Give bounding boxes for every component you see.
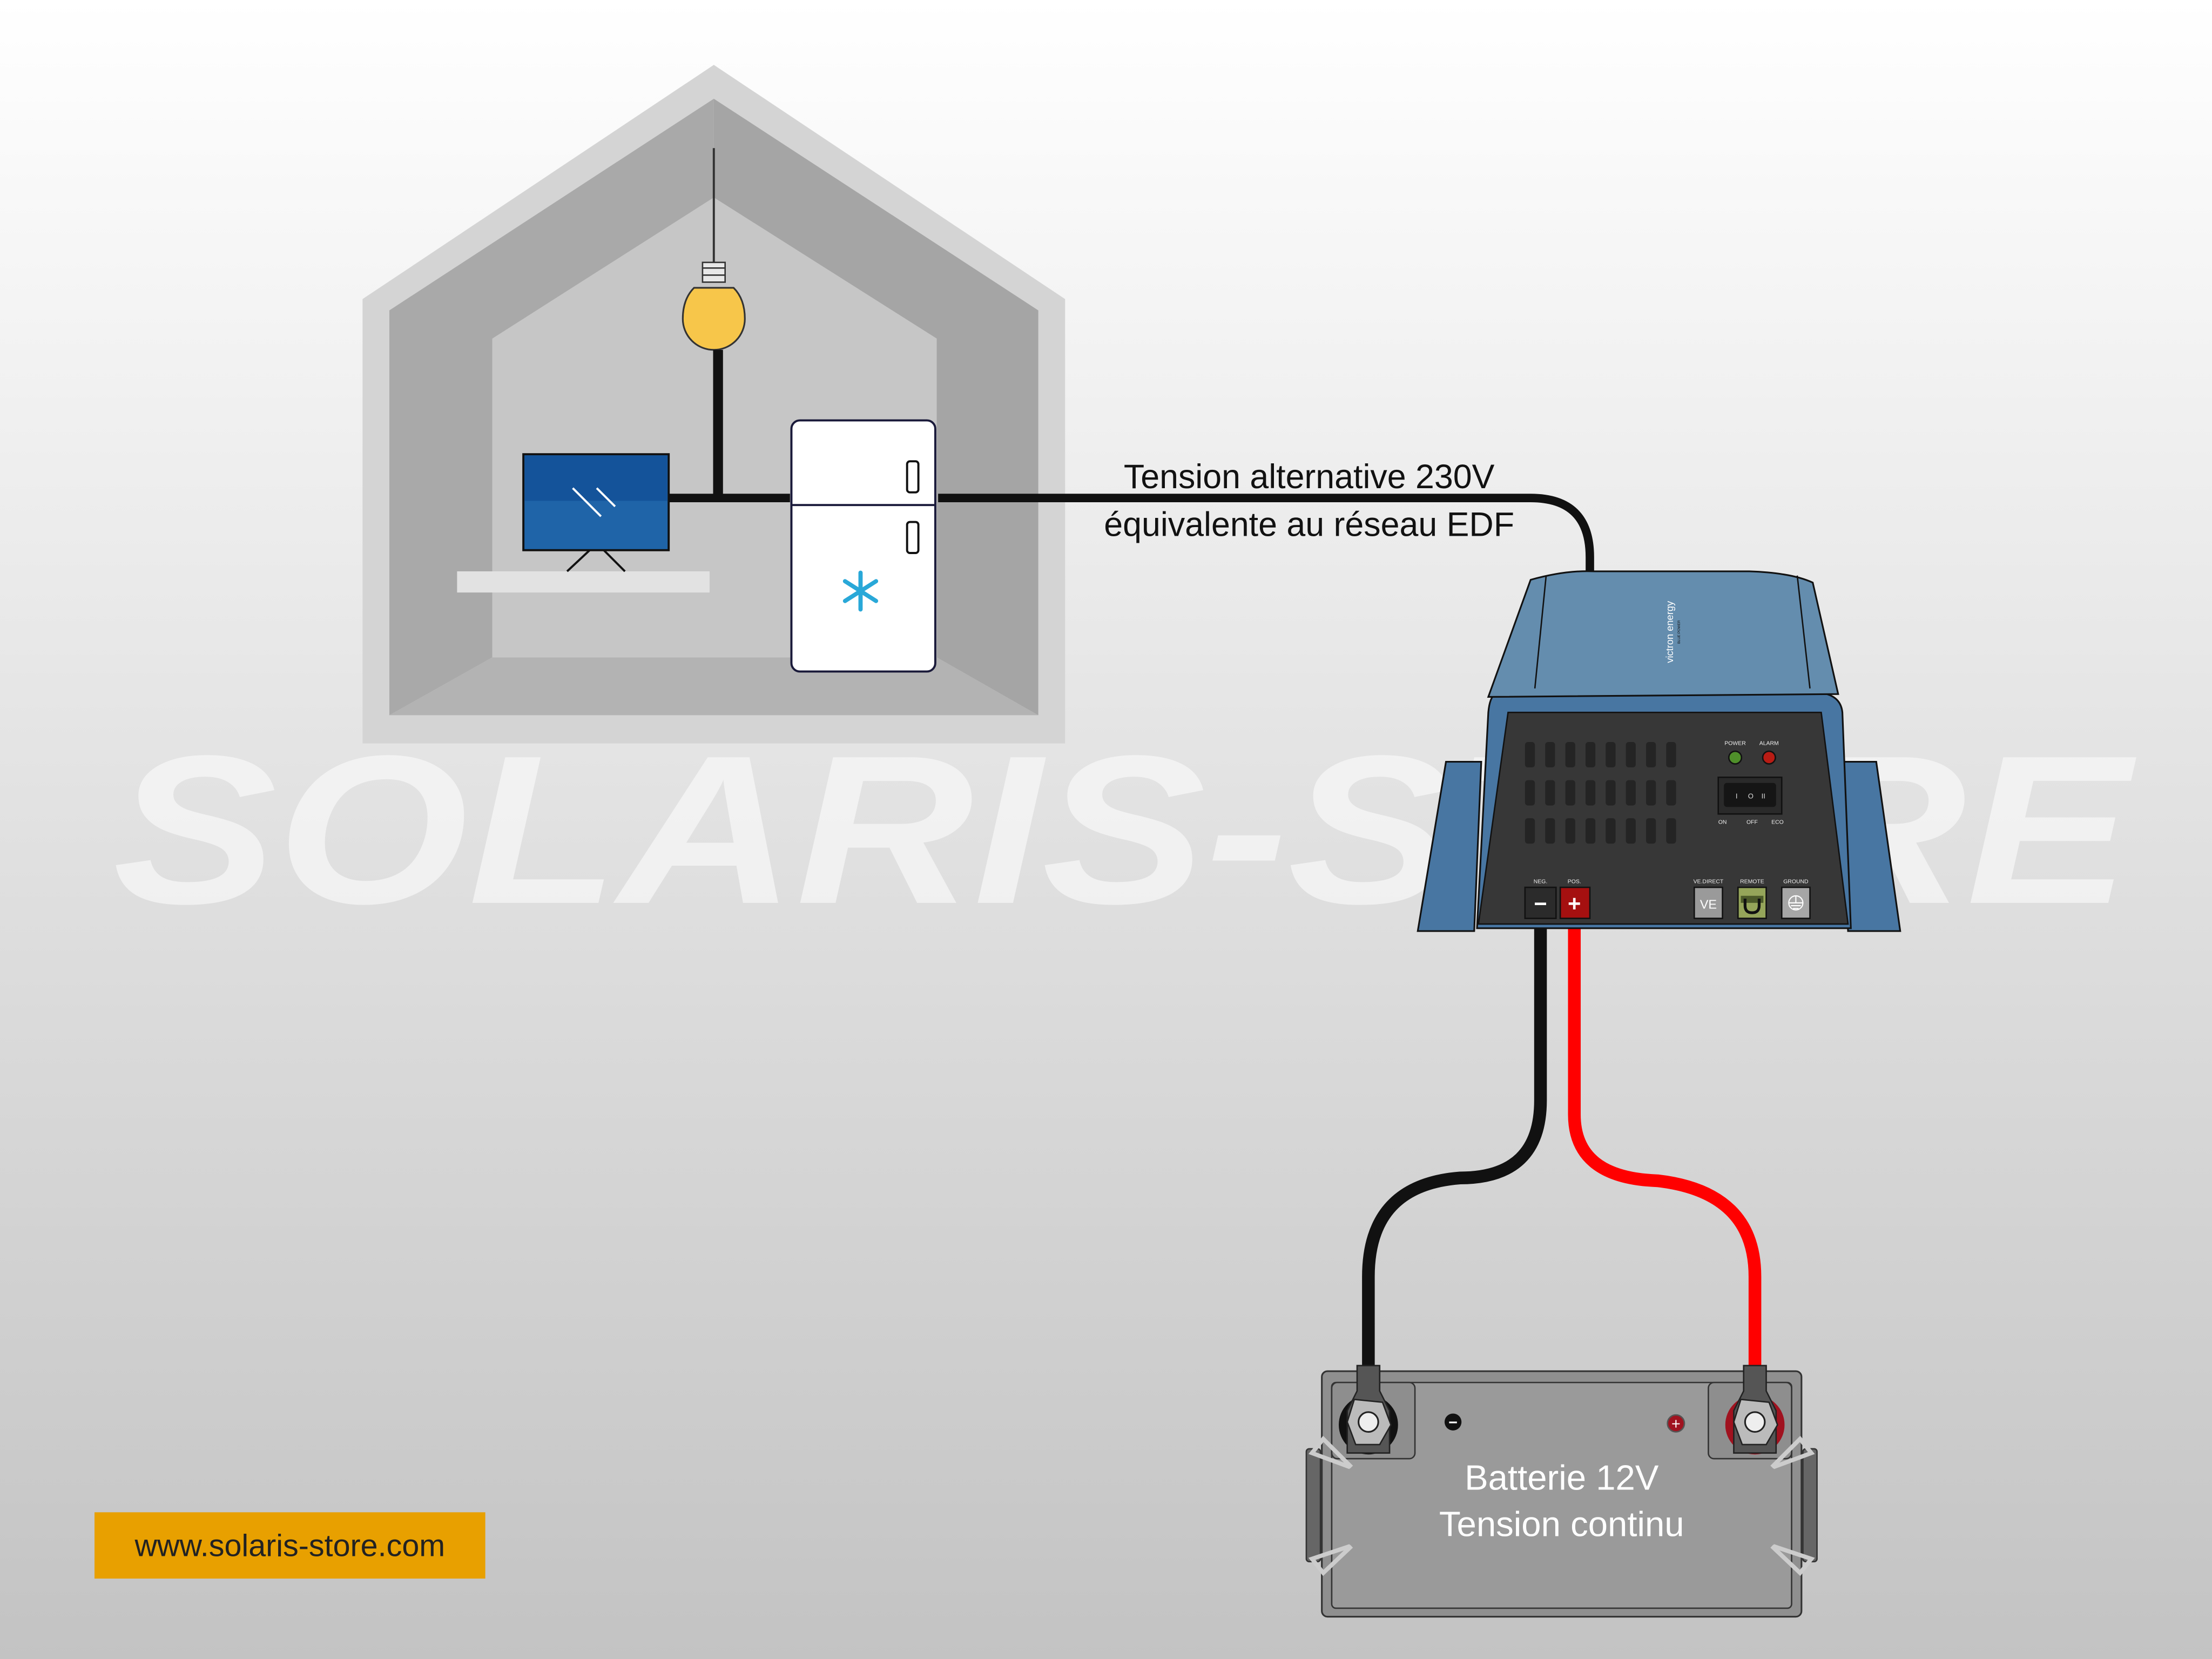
handle-strap-left [1308,1435,1353,1576]
remote-port [1737,886,1767,919]
battery-negative-post [1339,1365,1398,1455]
house-wall-right [713,98,1038,716]
power-led [1728,750,1743,765]
neg-terminal [1524,886,1557,919]
handle-strap-right [1770,1435,1815,1576]
brand-tagline: BLUE POWER [1677,620,1681,644]
vent-slot [1645,780,1656,806]
ground-icon [1788,895,1804,911]
neg-terminal-symbol: − [1534,891,1547,916]
inverter-lid [1487,570,1839,698]
fridge-icon [790,419,936,673]
alarm-led [1762,750,1776,765]
ve-direct-symbol: VE [1700,897,1717,911]
power-switch[interactable]: I O II [1717,777,1783,815]
vent-slot [1626,780,1636,806]
battery-positive-post [1725,1365,1785,1455]
inverter-wing-left [1417,761,1482,932]
positive-cable [1568,916,1762,1366]
website-link[interactable]: www.solaris-store.com [134,1528,445,1563]
inverter: victron energy BLUE POWER POWER ALARM I … [1417,570,1901,932]
vent-slot [1525,742,1535,768]
pos-terminal-label: POS. [1568,879,1581,885]
battery-minus-marker [1444,1413,1462,1431]
remote-connector-icon [1743,898,1761,914]
neg-terminal-label: NEG. [1534,879,1548,885]
vent-slot [1666,742,1676,768]
house [362,65,1065,744]
battery: − + Batterie 12V Tension continu [1305,1365,1818,1618]
lightbulb-icon [682,261,746,351]
vent-slot [1565,780,1575,806]
ground-label: GROUND [1783,879,1809,885]
tv-shelf [457,571,710,593]
vent-grille [1525,742,1676,844]
switch-symbol-eco: II [1762,792,1765,800]
brand-name: victron energy [1664,601,1675,663]
battery-handle-left [1305,1448,1321,1563]
battery-top [1331,1381,1792,1609]
vent-slot [1626,742,1636,768]
tv-icon [522,453,670,572]
switch-symbol-off: O [1748,792,1754,800]
house-wall-left [389,98,714,716]
vent-slot [1565,818,1575,844]
house-floor [389,657,1038,716]
battery-plus-marker [1667,1414,1685,1433]
vent-slot [1545,818,1555,844]
pos-terminal-symbol: + [1568,891,1581,916]
vent-slot [1525,818,1535,844]
switch-label-off: OFF [1746,820,1758,826]
vent-slot [1585,780,1596,806]
website-badge[interactable]: www.solaris-store.com [95,1512,485,1579]
vent-slot [1606,780,1616,806]
vent-slot [1585,742,1596,768]
battery-minus-symbol: − [1448,1414,1458,1432]
led-label-alarm: ALARM [1759,740,1779,746]
battery-label-line1: Batterie 12V [1465,1458,1659,1498]
battery-label-line2: Tension continu [1439,1505,1684,1544]
ac-cable [938,494,1594,579]
vent-slot [1606,818,1616,844]
vent-slot [1585,818,1596,844]
vent-slot [1565,742,1575,768]
ground-port [1781,886,1811,919]
ac-label-line1: Tension alternative 230V [1124,458,1495,496]
remote-label: REMOTE [1740,879,1764,885]
vent-slot [1666,780,1676,806]
pos-terminal [1559,886,1591,919]
vent-slot [1545,780,1555,806]
vent-slot [1606,742,1616,768]
vent-slot [1645,818,1656,844]
battery-handle-right [1802,1448,1818,1563]
vent-slot [1525,780,1535,806]
switch-label-on: ON [1718,820,1727,826]
victron-logo: victron energy BLUE POWER [1664,601,1681,663]
snowflake-icon [842,570,879,612]
ve-direct-label: VE.DIRECT [1694,879,1724,885]
switch-symbol-on: I [1736,792,1738,800]
vent-slot [1645,742,1656,768]
ve-direct-port [1693,886,1723,919]
ac-label-line2: équivalente au réseau EDF [1104,506,1514,544]
vent-slot [1666,818,1676,844]
battery-plus-symbol: + [1671,1415,1681,1433]
vent-slot [1626,818,1636,844]
vent-slot [1545,742,1555,768]
led-label-power: POWER [1724,740,1746,746]
negative-cable [1362,916,1547,1366]
switch-label-eco: ECO [1771,820,1784,826]
